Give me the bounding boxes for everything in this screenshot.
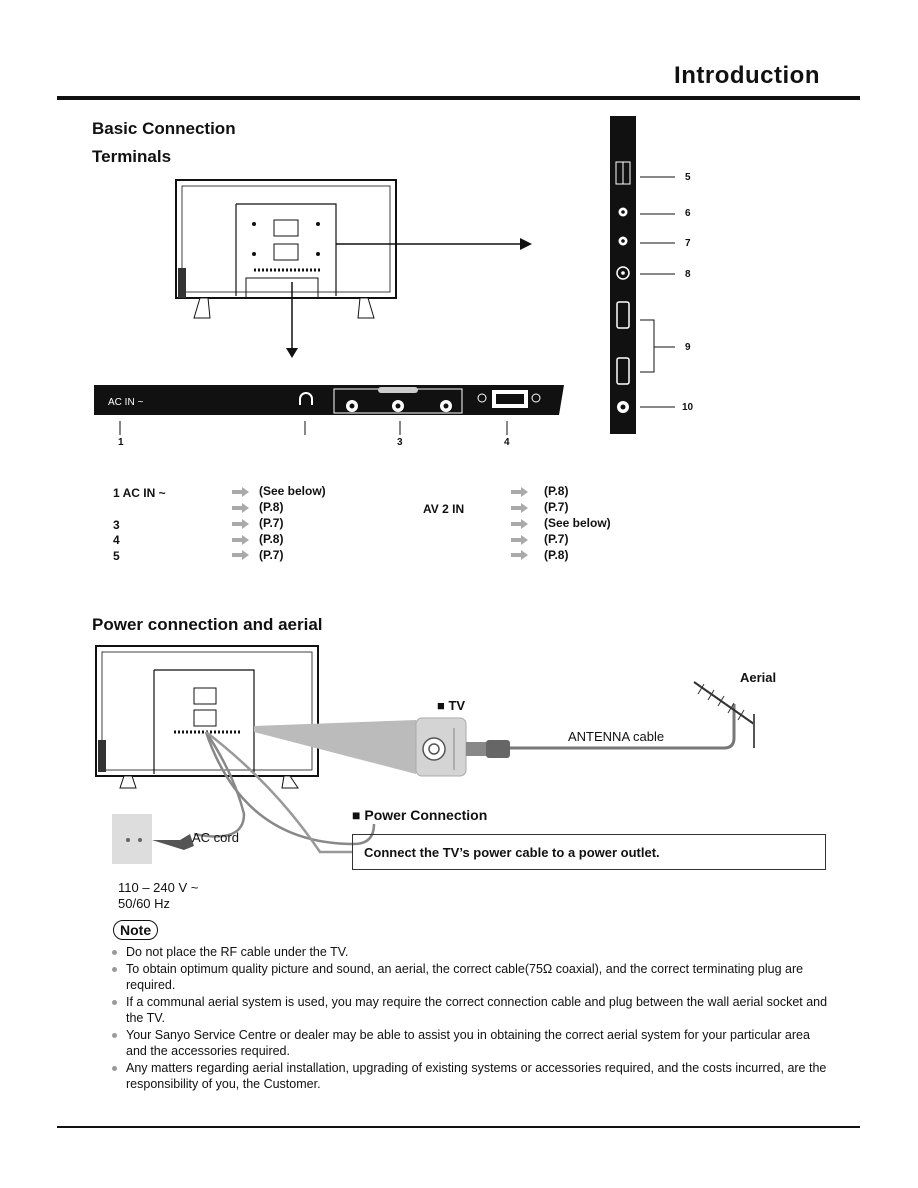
terminal-label: 5 [113, 549, 120, 563]
aerial-label: Aerial [740, 670, 777, 685]
note-item: To obtain optimum quality picture and so… [111, 961, 831, 994]
terminal-ref: (P.7) [544, 500, 569, 514]
terminal-ref: (See below) [259, 484, 326, 498]
note-item: If a communal aerial system is used, you… [111, 994, 831, 1027]
power-connection-heading: ■ Power Connection [352, 807, 487, 823]
terminal-ref: (P.7) [259, 516, 284, 530]
power-connection-text: Connect the TV’s power cable to a power … [364, 845, 660, 860]
terminal-ref: (P.8) [544, 484, 569, 498]
bullet-icon [112, 999, 117, 1005]
header-rule [57, 96, 860, 100]
terminal-ref: (P.7) [544, 532, 569, 546]
note-list: Do not place the RF cable under the TV. … [111, 944, 831, 1093]
power-connection-box [352, 834, 826, 870]
terminal-ref: (See below) [544, 516, 611, 530]
power-aerial-illustration [95, 645, 755, 864]
footer-rule [57, 1126, 860, 1128]
terminal-number-7: 7 [685, 238, 691, 249]
terminal-number-6: 6 [685, 208, 691, 219]
bottom-terminal-panel [94, 385, 564, 435]
frequency-label: 50/60 Hz [118, 896, 171, 911]
terminal-number-4: 4 [504, 437, 510, 448]
terminal-label: 1 AC IN ~ [113, 486, 166, 500]
arrow-icons-left [232, 487, 249, 560]
bullet-icon [112, 1065, 117, 1071]
section-basic-connection: Basic Connection [92, 119, 236, 138]
tv-rear-illustration [175, 179, 532, 358]
terminal-ref: (P.8) [259, 500, 284, 514]
note-item: Your Sanyo Service Centre or dealer may … [111, 1027, 831, 1060]
ac-in-label: AC IN ~ [108, 397, 144, 408]
antenna-cable-label: ANTENNA cable [568, 729, 665, 744]
power-connection-heading-text: Power Connection [364, 807, 488, 823]
section-power-aerial: Power connection and aerial [92, 615, 323, 634]
note-badge: Note [113, 920, 159, 940]
tv-label: ■ TV [437, 698, 465, 713]
page-title: Introduction [674, 62, 820, 89]
square-bullet-icon: ■ [437, 698, 449, 713]
terminal-ref: (P.8) [544, 548, 569, 562]
section-terminals: Terminals [92, 147, 172, 166]
bullet-icon [112, 950, 117, 955]
terminal-label: 4 [113, 533, 120, 547]
bullet-icon [112, 1032, 117, 1038]
arrow-icons-right [511, 487, 528, 560]
terminal-ref: (P.7) [259, 548, 284, 562]
terminal-number-8: 8 [685, 269, 691, 280]
terminal-number-9: 9 [685, 342, 691, 353]
voltage-label: 110 – 240 V ~ [118, 880, 199, 895]
square-bullet-icon: ■ [352, 807, 365, 823]
tv-label-text: TV [448, 698, 466, 713]
terminal-number-5: 5 [685, 172, 691, 183]
terminal-number-1: 1 [118, 437, 124, 448]
bullet-icon [112, 966, 117, 972]
terminal-ref: (P.8) [259, 532, 284, 546]
terminal-label: 3 [113, 518, 120, 532]
ac-cord-label: AC cord [192, 830, 239, 845]
note-item: Any matters regarding aerial installatio… [111, 1060, 831, 1093]
side-terminal-panel [610, 116, 675, 434]
terminal-number-10: 10 [682, 402, 694, 413]
terminal-label: AV 2 IN [423, 502, 465, 516]
note-item: Do not place the RF cable under the TV. [111, 944, 831, 961]
terminal-number-3: 3 [397, 437, 403, 448]
